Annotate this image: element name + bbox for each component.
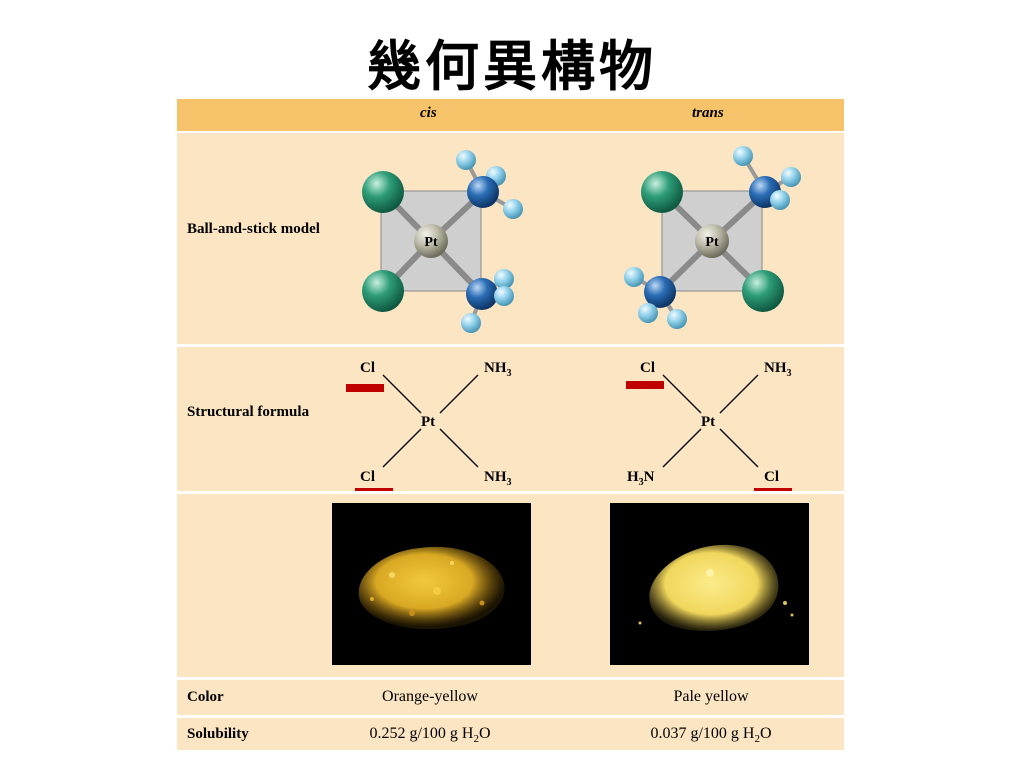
column-header-cis: cis	[420, 105, 437, 121]
structural-formula-row: Structural formula Cl NH3 Pt Cl NH3 Cl N…	[177, 347, 844, 491]
ball-and-stick-row: Ball-and-stick model	[177, 133, 844, 344]
trans-center-pt: Pt	[701, 414, 715, 430]
cis-ball-and-stick-model: Pt	[362, 150, 523, 333]
trans-structural-formula: Cl NH3 Pt H3N Cl	[626, 360, 792, 491]
cis-structural-formula: Cl NH3 Pt Cl NH3	[346, 360, 512, 491]
cis-ligand-bottom-left: Cl	[360, 469, 375, 485]
cis-center-pt: Pt	[421, 414, 435, 430]
row-label-ball-and-stick: Ball-and-stick model	[187, 221, 320, 237]
highlight-underline	[355, 488, 393, 491]
highlight-underline	[626, 381, 664, 389]
cis-powder-photo	[332, 503, 531, 665]
cis-ligand-top-right: NH3	[484, 360, 512, 379]
color-row: Color Orange-yellow Pale yellow	[177, 680, 844, 715]
solubility-row: Solubility 0.252 g/100 g H2O 0.037 g/100…	[177, 718, 844, 750]
trans-ligand-bottom-left: H3N	[627, 469, 655, 488]
row-label-structural-formula: Structural formula	[187, 404, 310, 420]
nitrogen-atom	[467, 176, 499, 208]
table-header-row: cis trans	[177, 99, 844, 131]
hydrogen-atom	[667, 309, 687, 329]
highlight-underline	[754, 488, 792, 491]
column-header-trans: trans	[692, 105, 724, 121]
hydrogen-atom	[733, 146, 753, 166]
sample-photo-row	[177, 494, 844, 677]
hydrogen-atom	[624, 267, 644, 287]
platinum-atom	[695, 224, 729, 258]
platinum-atom	[414, 224, 448, 258]
chlorine-atom	[742, 270, 784, 312]
highlight-underline	[346, 384, 384, 392]
nitrogen-atom	[466, 278, 498, 310]
cis-solubility-value: 0.252 g/100 g H2O	[369, 725, 491, 746]
hydrogen-atom	[781, 167, 801, 187]
platinum-label: Pt	[424, 235, 438, 250]
row-label-color: Color	[187, 689, 224, 705]
comparison-table: cis trans Ball-and-stick model	[177, 99, 844, 750]
hydrogen-atom	[494, 286, 514, 306]
trans-ligand-top-right: NH3	[764, 360, 792, 379]
hydrogen-atom	[503, 199, 523, 219]
trans-color-value: Pale yellow	[673, 688, 749, 705]
hydrogen-atom	[494, 269, 514, 289]
trans-ligand-bottom-right: Cl	[764, 469, 779, 485]
slide-title: 幾何異構物	[367, 34, 657, 98]
hydrogen-atom	[456, 150, 476, 170]
trans-ball-and-stick-model: Pt	[624, 146, 801, 329]
chlorine-atom	[641, 171, 683, 213]
platinum-label: Pt	[705, 235, 719, 250]
trans-ligand-top-left: Cl	[640, 360, 655, 376]
chlorine-atom	[362, 270, 404, 312]
cis-ligand-bottom-right: NH3	[484, 469, 512, 488]
row-label-solubility: Solubility	[187, 726, 249, 742]
cis-color-value: Orange-yellow	[382, 688, 478, 705]
hydrogen-atom	[770, 190, 790, 210]
trans-solubility-value: 0.037 g/100 g H2O	[650, 725, 772, 746]
chlorine-atom	[362, 171, 404, 213]
nitrogen-atom	[644, 276, 676, 308]
cis-ligand-top-left: Cl	[360, 360, 375, 376]
trans-powder-photo	[610, 503, 809, 665]
hydrogen-atom	[638, 303, 658, 323]
hydrogen-atom	[461, 313, 481, 333]
